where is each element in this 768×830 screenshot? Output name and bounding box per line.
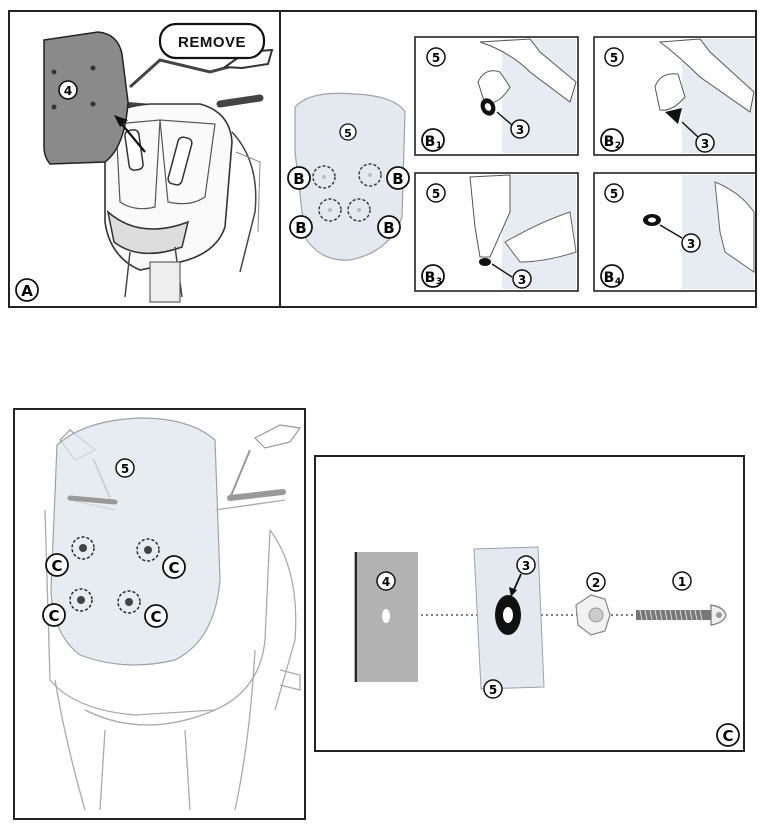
part-1-exploded-label: 1 [678,575,686,589]
part-4-plate: 4 [354,552,418,682]
svg-text:B: B [383,219,394,237]
part-4-exploded-label: 4 [382,575,390,589]
top-instruction-panel: REMOVE 4 A 5 B B [8,10,757,308]
svg-text:B: B [425,270,436,286]
svg-text:5: 5 [610,51,618,65]
part-1-screw: 1 [636,571,727,626]
b-marker-1: B [287,166,311,190]
svg-text:B: B [295,219,306,237]
part-4-bubble [58,80,78,100]
svg-text:4: 4 [615,277,621,287]
part-5-exploded-label: 5 [489,683,497,697]
svg-text:B: B [293,170,304,188]
svg-text:5: 5 [432,187,440,201]
svg-text:5: 5 [432,51,440,65]
step-b2-box: 5 3 B 2 [593,36,755,156]
svg-text:3: 3 [687,237,695,251]
svg-text:B: B [604,270,615,286]
c-marker-1: C [45,553,69,577]
part-2-nut: 2 [575,572,611,636]
screen-5-label: 5 [344,127,352,140]
mount-point-markers [312,163,382,222]
installed-windscreen [50,417,221,666]
section-a-drawing [43,31,274,303]
svg-text:B: B [604,134,615,150]
b-marker-4: B [377,215,401,239]
c-marker-3: C [42,603,66,627]
removed-bracket [43,31,129,165]
part-2-exploded-label: 2 [592,576,600,590]
remove-tag: REMOVE [158,22,266,60]
step-b3-box: 5 3 B 3 [414,172,579,292]
svg-text:C: C [51,557,62,575]
remove-tag-text: REMOVE [178,34,246,51]
c-marker-2: C [162,555,186,579]
part-4-label: 4 [64,84,72,98]
panel-c-bubble [716,723,740,747]
b-marker-3: B [289,215,313,239]
exploded-view-drawing: 4 5 3 2 [354,546,740,747]
svg-text:C: C [168,559,179,577]
panel-a-label: A [21,282,33,300]
part-3-grommet: 3 [495,555,536,635]
svg-text:B: B [392,170,403,188]
svg-text:3: 3 [701,137,709,151]
svg-text:3: 3 [436,277,442,287]
panel-c-label: C [722,727,733,745]
svg-text:B: B [425,134,436,150]
b-marker-2: B [386,166,410,190]
installed-screen-label: 5 [121,462,129,476]
svg-text:C: C [48,607,59,625]
svg-text:5: 5 [610,187,618,201]
exploded-view-panel: 4 5 3 2 [314,455,745,752]
installed-screen-drawing: 5 C C C C [42,417,302,811]
svg-text:1: 1 [436,141,442,151]
fastener-markers [69,536,160,614]
step-b4-box: 5 3 B 4 [593,172,755,292]
part-3-exploded-label: 3 [522,559,530,573]
step-b1-box: 5 3 B 1 [414,36,579,156]
svg-text:3: 3 [518,273,526,287]
c-marker-4: C [144,604,168,628]
top-panel-drawing: REMOVE 4 A 5 B B [15,12,755,306]
panel-a-bubble [15,278,39,302]
installed-screen-panel: 5 C C C C [13,408,306,820]
screen-5-bubble [339,123,357,141]
svg-text:3: 3 [516,123,524,137]
svg-text:2: 2 [615,141,621,151]
svg-text:C: C [150,608,161,626]
